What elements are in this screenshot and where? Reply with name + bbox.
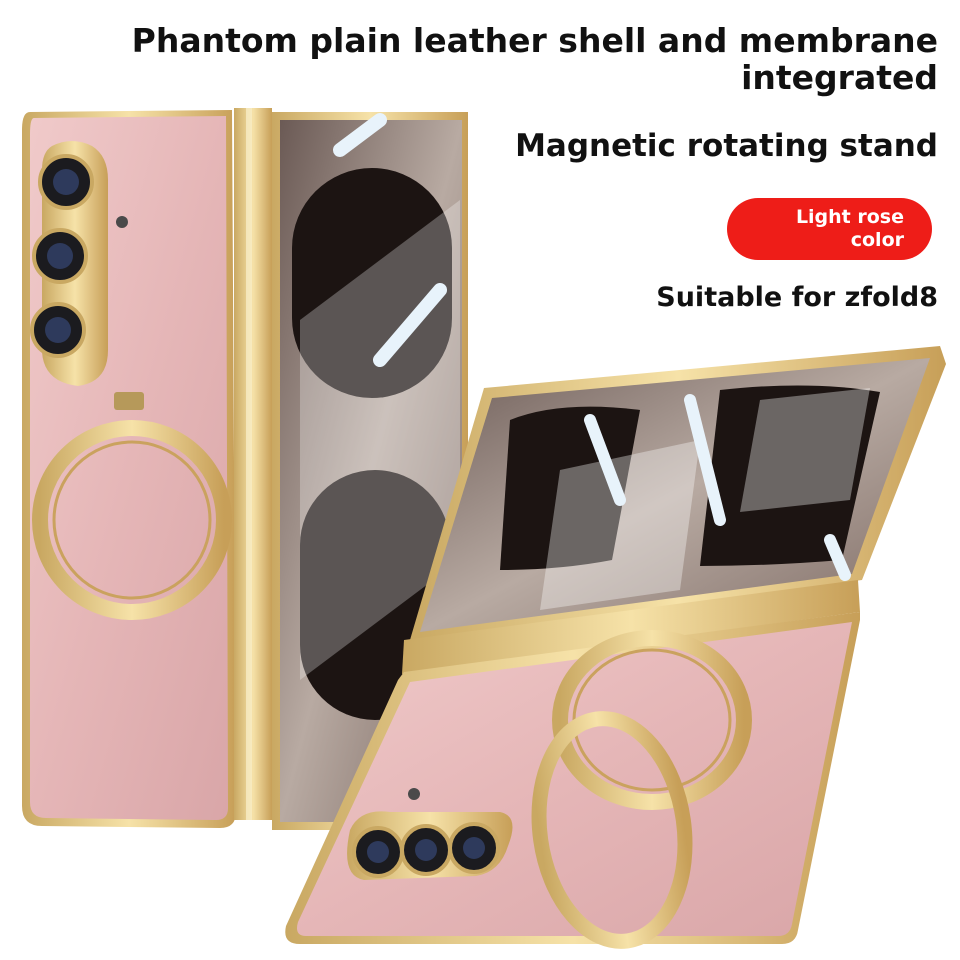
folded-phone-back [22,108,272,828]
color-badge: Light rose color [727,198,932,260]
center-hinge [402,580,860,674]
inner-screen-left [272,112,468,830]
headline: Phantom plain leather shell and membrane… [118,22,938,96]
camera-module [30,141,108,386]
feature-title: Magnetic rotating stand [515,128,938,164]
headline-line-1: Phantom plain leather shell and membrane [131,21,938,60]
magnetic-ring-stand [32,392,232,620]
flash-icon [116,216,128,228]
headline-line-2: integrated [741,58,938,97]
camera-module-lower [347,788,513,880]
color-badge-line-2: color [850,229,904,251]
unfolded-phone [285,346,946,949]
compatibility-label: Suitable for zfold8 [656,282,938,313]
color-badge-line-1: Light rose [795,206,904,228]
magnetic-ring-stand-lower [531,630,752,949]
hinge-spine [234,108,272,820]
